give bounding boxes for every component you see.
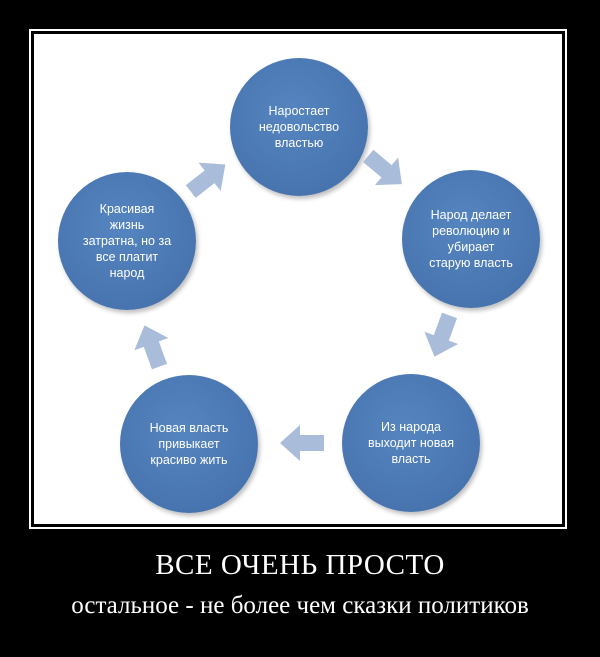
cycle-node-discontent-label: Наростает недовольство властью xyxy=(258,104,340,150)
cycle-node-people-pay: Красивая жизнь затратна, но за все плати… xyxy=(58,172,196,310)
cycle-arrow-1-to-2 xyxy=(357,142,414,198)
cycle-node-new-power-label: Из народа выходит новая власть xyxy=(368,420,454,466)
cycle-node-discontent: Наростает недовольство властью xyxy=(230,58,368,196)
cycle-node-new-power: Из народа выходит новая власть xyxy=(342,374,480,512)
cycle-node-revolution-label: Народ делает революцию и убирает старую … xyxy=(429,208,513,270)
cycle-node-people-pay-label: Красивая жизнь затратна, но за все плати… xyxy=(82,202,172,280)
cycle-arrow-3-to-4 xyxy=(280,425,324,461)
poster-title: ВСЕ ОЧЕНЬ ПРОСТО xyxy=(155,549,445,581)
cycle-arrow-5-to-1 xyxy=(180,150,237,205)
cycle-arrow-2-to-3 xyxy=(418,309,467,363)
cycle-node-luxury-habit: Новая власть привыкает красиво жить xyxy=(120,375,258,513)
poster-subtitle: остальное - не более чем сказки политико… xyxy=(71,592,529,619)
cycle-node-luxury-habit-label: Новая власть привыкает красиво жить xyxy=(149,421,229,467)
cycle-node-revolution: Народ делает революцию и убирает старую … xyxy=(402,170,540,308)
cycle-arrow-4-to-5 xyxy=(128,319,177,373)
